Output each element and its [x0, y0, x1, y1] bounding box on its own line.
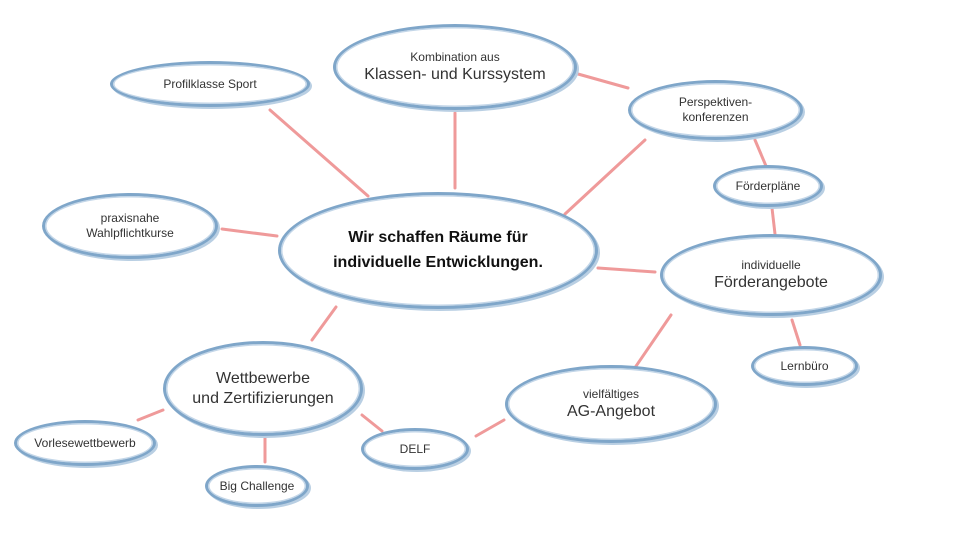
node-wettbewerbe-line-1: Wettbewerbe	[216, 369, 310, 387]
node-profilklasse: Profilklasse Sport	[110, 61, 310, 107]
node-praxisnahe: praxisnahe Wahlpflichtkurse	[42, 193, 218, 259]
node-vorlese: Vorlesewettbewerb	[14, 420, 156, 466]
connector-wettbewerbe-vorlese	[136, 408, 165, 422]
node-lernbuero: Lernbüro	[751, 346, 858, 386]
node-foerderangebote: individuelle Förderangebote	[660, 234, 882, 316]
node-delf: DELF	[361, 428, 469, 470]
connector-center-perspektiven	[563, 138, 647, 216]
node-ag-small: vielfältiges	[582, 386, 640, 401]
node-ag-main: AG-Angebot	[566, 402, 656, 420]
connector-center-praxisnahe	[220, 227, 279, 238]
connector-center-foerderangebote	[596, 266, 657, 274]
node-kombination-small: Kombination aus	[410, 49, 500, 64]
center-node: Wir schaffen Räume für individuelle Entw…	[278, 192, 598, 309]
node-lernbuero-label: Lernbüro	[780, 358, 829, 373]
node-praxisnahe-line-2: Wahlpflichtkurse	[86, 226, 174, 240]
node-profilklasse-label: Profilklasse Sport	[163, 76, 257, 91]
connector-perspektiven-foerderplaene	[753, 138, 768, 168]
center-line-1: Wir schaffen Räume für	[348, 228, 528, 246]
node-delf-label: DELF	[399, 441, 431, 456]
connector-foerderangebote-lernbuero	[790, 318, 802, 347]
node-foerderplaene-label: Förderpläne	[735, 178, 801, 193]
node-perspektiven-line-2: konferenzen	[682, 110, 749, 124]
node-bigchallenge: Big Challenge	[205, 465, 309, 507]
node-wettbewerbe-line-2: und Zertifizierungen	[192, 389, 334, 407]
center-line-2: individuelle Entwicklungen.	[333, 253, 543, 271]
connector-center-wettbewerbe	[310, 305, 338, 342]
connector-kombination-perspektiven	[576, 72, 630, 90]
connector-foerderangebote-ag	[630, 313, 673, 374]
connector-wettbewerbe-delf	[360, 413, 384, 433]
node-kombination-main: Klassen- und Kurssystem	[364, 65, 546, 83]
connector-center-profilklasse	[268, 108, 370, 198]
node-ag: vielfältiges AG-Angebot	[505, 365, 717, 443]
connector-delf-ag	[474, 418, 506, 438]
node-perspektiven: Perspektiven- konferenzen	[628, 80, 803, 140]
node-wettbewerbe: Wettbewerbe und Zertifizierungen	[163, 341, 363, 436]
node-kombination: Kombination aus Klassen- und Kurssystem	[333, 24, 577, 110]
node-foerderplaene: Förderpläne	[713, 165, 823, 207]
node-praxisnahe-line-1: praxisnahe	[100, 211, 160, 225]
node-foerderangebote-main: Förderangebote	[714, 273, 828, 291]
node-perspektiven-line-1: Perspektiven-	[678, 95, 753, 109]
connector-foerderplaene-foerderangebote	[770, 206, 777, 236]
node-foerderangebote-small: individuelle	[741, 257, 801, 272]
node-vorlese-label: Vorlesewettbewerb	[34, 435, 136, 450]
node-bigchallenge-label: Big Challenge	[219, 478, 295, 493]
